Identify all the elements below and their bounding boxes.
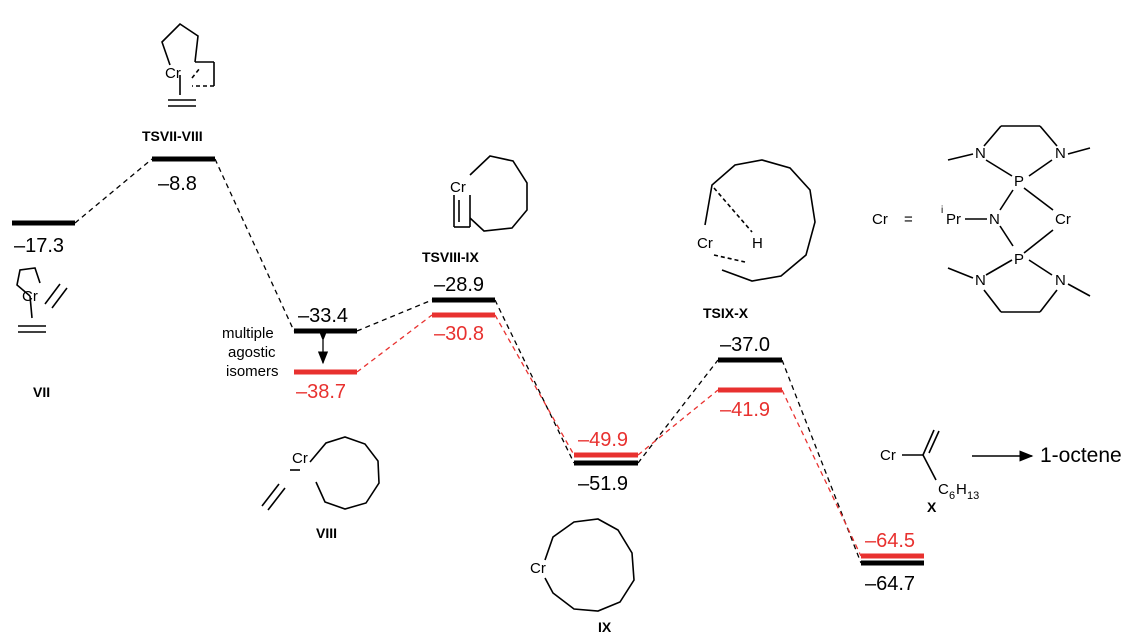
atom-n-center: N — [989, 211, 1000, 228]
atom-cr-ligand: Cr — [1055, 211, 1071, 228]
atom-cr-legend: Cr — [872, 211, 888, 228]
atom-h-tsix-x: H — [752, 235, 763, 252]
atom-cr-ix: Cr — [530, 560, 546, 577]
energy-ix-red: –49.9 — [578, 429, 628, 451]
agostic-label-line2: agostic — [228, 344, 276, 361]
label-tsix-x: TSIX-X — [703, 305, 749, 321]
connector-viii-ts2-black — [356, 299, 433, 332]
energy-ix-black: –51.9 — [578, 473, 628, 495]
product-arrow-group: 1-octene — [972, 444, 1122, 467]
energy-tsvii-viii: –8.8 — [158, 173, 197, 195]
atom-cr-x: Cr — [880, 447, 896, 464]
atom-n-bottom-right: N — [1055, 272, 1066, 289]
structure-tsvii-viii: Cr TSVII-VIII — [142, 22, 215, 144]
structure-tsix-x: Cr H TSIX-X — [697, 159, 816, 321]
structure-tsviii-ix: Cr TSVIII-IX — [422, 155, 528, 265]
label-x: X — [927, 499, 937, 515]
connector-ts2-ix-black — [494, 299, 575, 464]
atom-p-top: P — [1014, 173, 1024, 190]
connector-ts2-ix-red — [494, 314, 575, 456]
connector-ix-ts3-red — [637, 389, 719, 456]
pathway-connectors — [74, 158, 862, 564]
label-viii: VIII — [316, 525, 337, 541]
energy-vii: –17.3 — [14, 235, 64, 257]
ipr-superscript: i — [941, 205, 943, 216]
energy-tsix-x-red: –41.9 — [720, 399, 770, 421]
energy-tsviii-ix-red: –30.8 — [434, 323, 484, 345]
energy-tsix-x-black: –37.0 — [720, 334, 770, 356]
atom-cr-tsviii-ix: Cr — [450, 179, 466, 196]
agostic-annotation: multiple agostic isomers — [222, 325, 329, 380]
atom-cr-viii: Cr — [292, 450, 308, 467]
connector-vii-ts1 — [74, 158, 153, 224]
atom-p-bottom: P — [1014, 251, 1024, 268]
label-ix: IX — [598, 619, 612, 635]
structure-vii: Cr VII — [16, 267, 68, 400]
atom-cr-tsix-x: Cr — [697, 235, 713, 252]
subscript-6: 6 — [949, 490, 955, 502]
atom-n-top-right: N — [1055, 145, 1066, 162]
label-vii: VII — [33, 384, 50, 400]
energy-tsviii-ix-black: –28.9 — [434, 274, 484, 296]
ligand-definition: Cr = i Pr N P P Cr N N N N — [872, 125, 1091, 313]
atom-cr-tsvii-viii: Cr — [165, 65, 181, 82]
equals-sign: = — [904, 211, 913, 228]
energy-viii-black: –33.4 — [298, 305, 348, 327]
atom-c-x: C — [938, 481, 949, 498]
energy-x-red: –64.5 — [865, 530, 915, 552]
label-tsviii-ix: TSVIII-IX — [422, 249, 479, 265]
agostic-label-line1: multiple — [222, 325, 274, 342]
atom-ipr: Pr — [946, 211, 961, 228]
connector-viii-ts2-red — [356, 314, 433, 373]
label-tsvii-viii: TSVII-VIII — [142, 128, 203, 144]
product-label: 1-octene — [1040, 444, 1122, 467]
energy-x-black: –64.7 — [865, 573, 915, 595]
connector-ts3-x-red — [781, 389, 862, 557]
connector-ix-ts3-black — [637, 359, 719, 464]
structure-ix: Cr IX — [530, 518, 635, 635]
structure-viii: Cr VIII — [261, 436, 380, 541]
connector-ts1-viii — [214, 158, 295, 332]
structure-x: Cr C 6 H 13 X — [880, 429, 979, 515]
energy-viii-red: –38.7 — [296, 381, 346, 403]
energy-values: –17.3 –8.8 –33.4 –38.7 –28.9 –30.8 –49.9… — [14, 173, 915, 595]
agostic-label-line3: isomers — [226, 363, 279, 380]
atom-cr-vii: Cr — [22, 288, 38, 305]
atom-h-x: H — [956, 481, 967, 498]
subscript-13: 13 — [967, 490, 979, 502]
atom-n-bottom-left: N — [975, 272, 986, 289]
energy-levels — [12, 156, 924, 566]
atom-n-top-left: N — [975, 145, 986, 162]
